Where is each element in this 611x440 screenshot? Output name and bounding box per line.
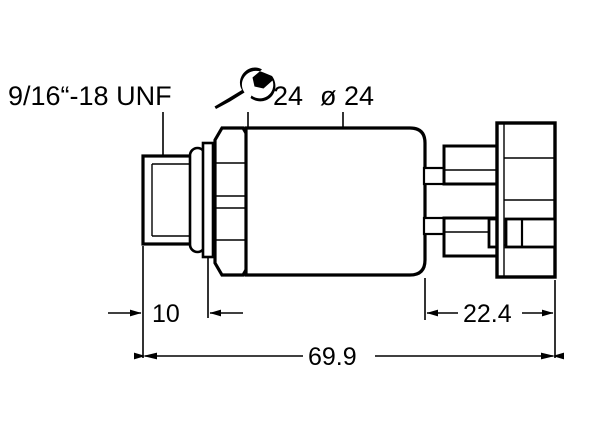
arrowhead-overall-right	[541, 352, 555, 360]
thread-section	[141, 154, 193, 246]
dimension-thread-length	[108, 246, 243, 358]
dimension-connector-length	[424, 278, 556, 358]
sensor-housing	[244, 126, 427, 277]
thread-outer	[141, 154, 193, 246]
dimension-overall-length	[134, 352, 564, 360]
wrench-size-label: 24	[273, 81, 303, 111]
connector-plug	[495, 121, 557, 279]
spec-label-group: 9/16“-18 UNF 24 ø 24	[8, 67, 374, 111]
thread-spec-label: 9/16“-18 UNF	[8, 81, 172, 111]
seal-seat-body	[201, 141, 215, 259]
hex-nut	[213, 126, 252, 277]
arrowhead-overall-left	[143, 352, 157, 360]
dimension-label-69-9: 69.9	[308, 343, 357, 371]
wrench-icon	[214, 67, 276, 109]
housing-body	[244, 126, 427, 277]
connector-arm-upper	[442, 144, 499, 186]
leader-lines	[162, 112, 344, 158]
dimension-label-22-4: 22.4	[463, 300, 512, 328]
dimension-label-10: 10	[152, 300, 180, 328]
plug-latch-band	[504, 217, 557, 249]
seal-seat	[201, 141, 215, 259]
diameter-label: ø 24	[320, 81, 374, 111]
